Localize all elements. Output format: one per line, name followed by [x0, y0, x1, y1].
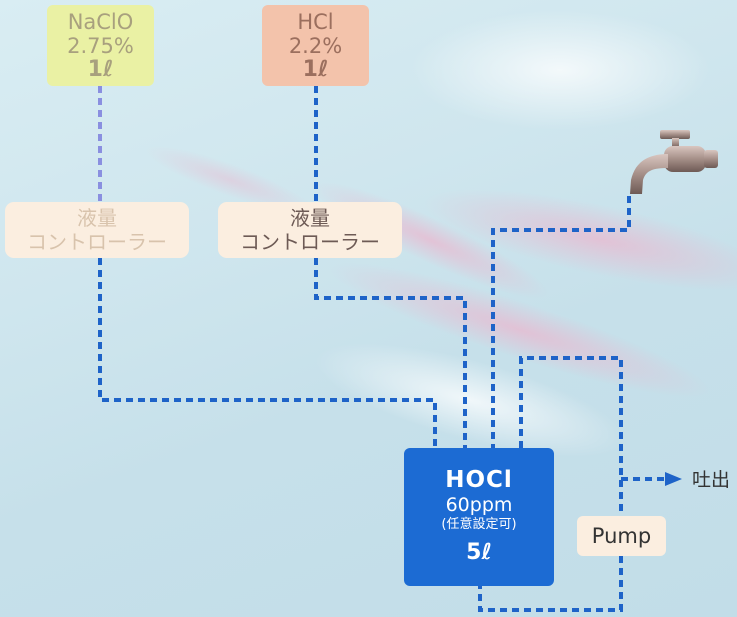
controller2-to-tank-pipe — [314, 258, 467, 448]
faucet-icon — [630, 130, 718, 194]
hocl-tank: HOCl 60ppm (任意設定可) 5ℓ — [404, 448, 554, 586]
controller-label-line1: 液量 — [290, 206, 330, 230]
arrow-right-icon — [665, 472, 682, 486]
hcl-source-box: HCl 2.2% 1ℓ — [262, 5, 369, 86]
hcl-chemical: HCl — [297, 9, 334, 34]
tank-volume: 5ℓ — [466, 540, 492, 565]
naclo-volume: 1ℓ — [87, 56, 114, 82]
naclo-flow-controller: 液量 コントローラー — [5, 202, 189, 258]
controller-label-line2: コントローラー — [27, 230, 167, 254]
tank-concentration: 60ppm — [445, 494, 513, 516]
water-pipe — [491, 196, 631, 448]
hcl-flow-controller: 液量 コントローラー — [218, 202, 402, 258]
controller-label-line1: 液量 — [77, 206, 117, 230]
tank-note: (任意設定可) — [441, 517, 517, 532]
controller1-to-tank-pipe — [98, 258, 437, 448]
pump-label: Pump — [591, 524, 652, 548]
naclo-source-box: NaClO 2.75% 1ℓ — [47, 5, 154, 86]
outlet-label: 吐出 — [692, 469, 731, 491]
controller-label-line2: コントローラー — [240, 230, 380, 254]
hcl-concentration: 2.2% — [288, 33, 343, 58]
tank-name: HOCl — [445, 467, 513, 493]
hcl-volume: 1ℓ — [302, 56, 329, 82]
pump-box: Pump — [577, 516, 666, 556]
pump-loop-pipe — [478, 356, 623, 612]
naclo-concentration: 2.75% — [67, 33, 134, 58]
naclo-chemical: NaClO — [67, 9, 134, 34]
